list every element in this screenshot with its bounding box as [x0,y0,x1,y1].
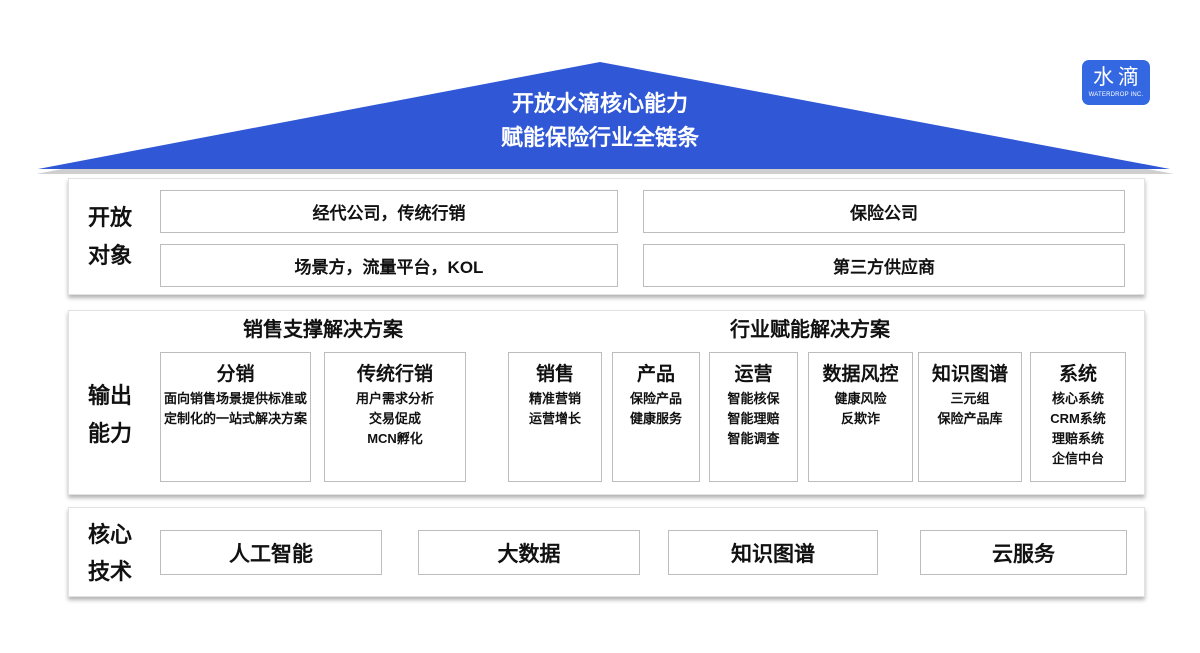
card-product: 产品 保险产品 健康服务 [612,352,700,482]
card-title: 数据风控 [822,364,899,385]
roof-title: 开放水滴核心能力 [511,91,688,116]
card-line: 智能调查 [727,431,780,446]
roof-subtitle: 赋能保险行业全链条 [500,125,699,150]
card-line: 智能理赔 [727,411,780,426]
card-line: CRM系统 [1050,411,1106,426]
card-traditional-marketing: 传统行销 用户需求分析 交易促成 MCN孵化 [324,352,466,482]
tech-knowledge-graph: 知识图谱 [668,530,878,575]
card-title: 系统 [1058,364,1097,385]
card-title: 运营 [734,364,773,385]
open-targets-label-line2: 对象 [87,243,132,268]
card-distribution: 分销 面向销售场景提供标准或 定制化的一站式解决方案 [160,352,311,482]
card-line: 交易促成 [368,411,421,426]
card-line: 定制化的一站式解决方案 [163,411,307,426]
open-targets-label-line1: 开放 [87,205,132,230]
industry-solutions-heading: 行业赋能解决方案 [730,319,890,341]
card-line: 核心系统 [1051,391,1104,406]
card-title: 销售 [535,364,574,385]
card-knowledge-graph: 知识图谱 三元组 保险产品库 [918,352,1022,482]
card-line: 智能核保 [727,391,780,406]
core-tech-label-line2: 技术 [87,559,132,584]
card-title: 传统行销 [356,364,433,385]
card-line: 用户需求分析 [355,391,434,406]
card-operations: 运营 智能核保 智能理赔 智能调查 [709,352,798,482]
logo-tagline: WATERDROP INC. [1088,92,1144,98]
card-title: 知识图谱 [931,364,1008,385]
target-insurer: 保险公司 [643,190,1125,233]
card-sales: 销售 精准营销 运营增长 [508,352,602,482]
tech-big-data: 大数据 [418,530,640,575]
tech-ai: 人工智能 [160,530,382,575]
card-line: 反欺诈 [840,411,880,426]
roof-triangle [38,62,1170,169]
output-label-line2: 能力 [87,421,132,446]
logo-name: 水滴 [1093,66,1143,89]
target-scenario-traffic: 场景方，流量平台，KOL [160,244,618,287]
card-title: 分销 [216,364,255,385]
card-line: 运营增长 [528,411,581,426]
sales-solutions-heading: 销售支撑解决方案 [243,319,403,341]
card-line: 保险产品库 [937,411,1003,426]
card-line: MCN孵化 [367,431,423,446]
card-line: 理赔系统 [1051,431,1104,446]
core-tech-label: 核心 技术 [82,516,138,590]
waterdrop-logo: 水滴 WATERDROP INC. [1082,60,1150,105]
card-title: 产品 [636,364,675,385]
tech-cloud-service: 云服务 [920,530,1127,575]
target-brokerage: 经代公司，传统行销 [160,190,618,233]
card-line: 面向销售场景提供标准或 [163,391,307,406]
card-data-risk-control: 数据风控 健康风险 反欺诈 [808,352,913,482]
output-label: 输出 能力 [82,377,138,453]
roof-shape [36,62,1174,174]
card-line: 保险产品 [629,391,682,406]
output-label-line1: 输出 [87,383,132,408]
card-line: 精准营销 [528,391,581,406]
card-line: 企信中台 [1051,451,1104,466]
card-line: 健康服务 [629,411,682,426]
core-tech-label-line1: 核心 [87,522,132,547]
card-line: 健康风险 [834,391,887,406]
open-targets-label: 开放 对象 [82,199,138,275]
card-systems: 系统 核心系统 CRM系统 理赔系统 企信中台 [1030,352,1126,482]
card-line: 三元组 [950,391,990,406]
target-third-party: 第三方供应商 [643,244,1125,287]
